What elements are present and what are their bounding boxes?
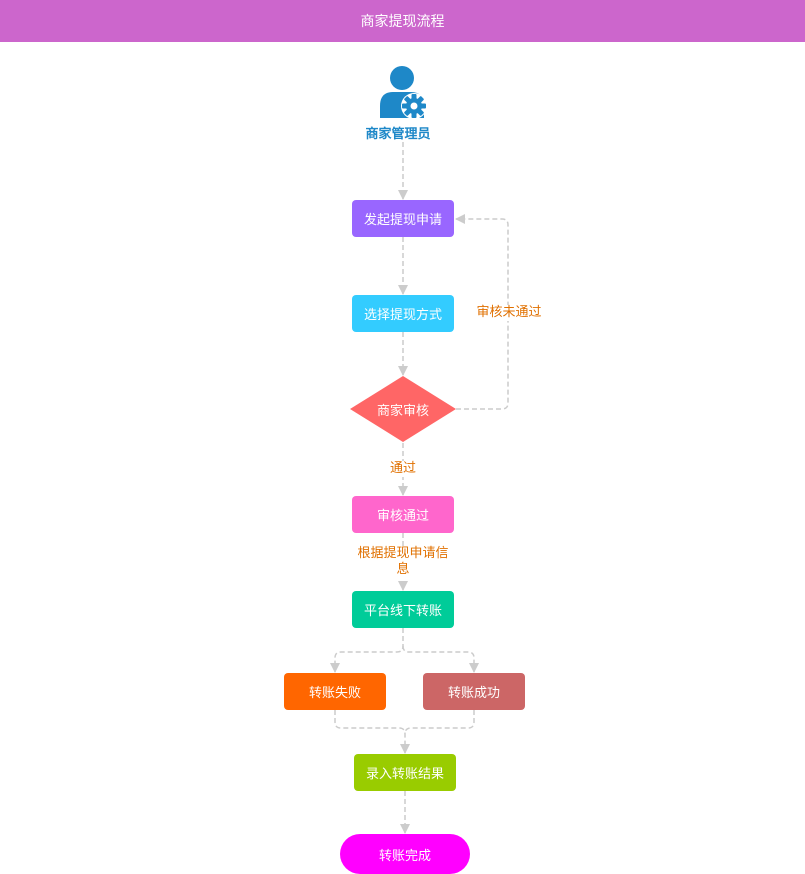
admin-user-gear-icon — [380, 66, 427, 119]
node-merchant-review: 商家审核 — [376, 403, 429, 419]
node-transfer-success: 转账成功 — [423, 673, 525, 710]
edge-label-passed: 通过 — [383, 461, 423, 477]
node-choose-method: 选择提现方式 — [352, 295, 454, 332]
node-initiate-withdrawal: 发起提现申请 — [352, 200, 454, 237]
edge-transfer-to-failed — [330, 628, 404, 673]
node-offline-transfer: 平台线下转账 — [352, 591, 454, 628]
edge-label-rejected: 审核未通过 — [470, 305, 548, 321]
node-transfer-failed: 转账失败 — [284, 673, 386, 710]
edge-success-to-record — [404, 710, 475, 735]
edge-label-by-request-info: 根据提现申请信息 — [352, 546, 454, 578]
page-header: 商家提现流程 — [0, 0, 805, 42]
edge-transfer-to-success — [402, 645, 479, 673]
edge-failed-to-record — [334, 710, 410, 754]
node-record-result: 录入转账结果 — [354, 754, 456, 791]
node-transfer-complete: 转账完成 — [340, 834, 470, 874]
review-decision-diamond — [350, 376, 456, 442]
page-title: 商家提现流程 — [360, 14, 445, 30]
node-review-approved: 审核通过 — [352, 496, 454, 533]
actor-label: 商家管理员 — [365, 127, 431, 142]
